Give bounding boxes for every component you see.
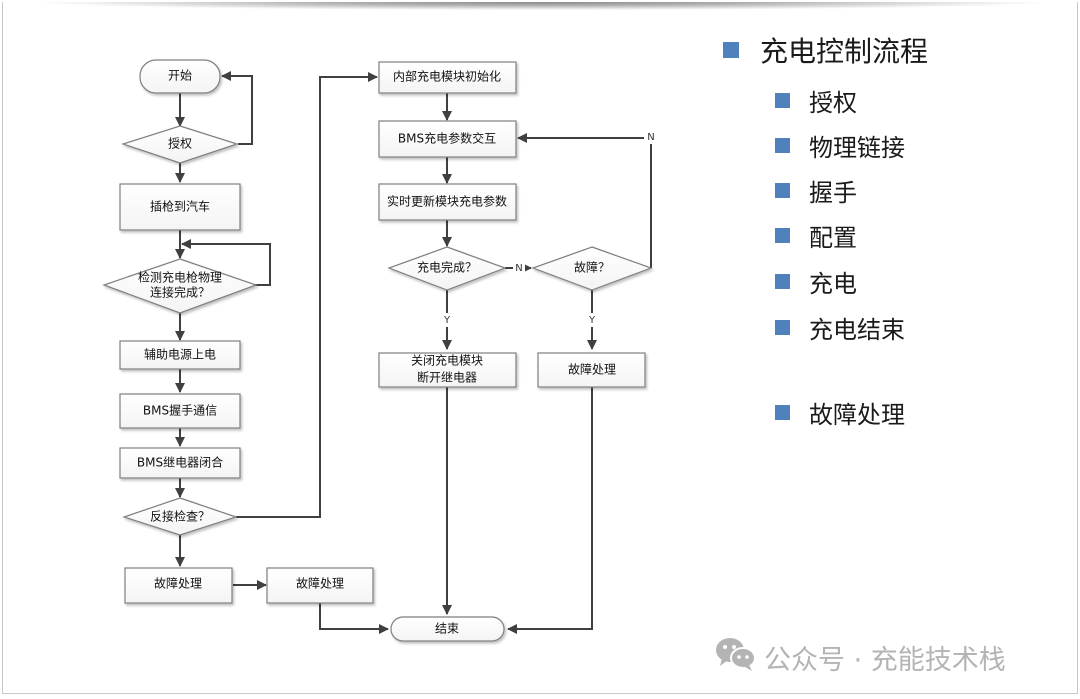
node-reverse-check bbox=[122, 497, 238, 536]
node-charge-done-label: 充电完成？ bbox=[417, 260, 477, 275]
edge-fault-no-loop bbox=[517, 133, 652, 268]
outline-item-text: 物理链接 bbox=[809, 134, 905, 162]
watermark: 公众号 · 充能技术栈 bbox=[714, 636, 1006, 679]
node-close-module-label-1: 关闭充电模块 bbox=[411, 353, 483, 368]
node-start bbox=[139, 59, 221, 94]
node-plug bbox=[119, 183, 241, 231]
node-module-init bbox=[378, 61, 517, 94]
node-detect bbox=[102, 258, 258, 314]
bullet-square-icon bbox=[775, 228, 790, 243]
bullet-square-icon bbox=[775, 138, 790, 153]
node-reverse-check-label: 反接检查？ bbox=[150, 509, 210, 524]
node-end-label: 结束 bbox=[435, 622, 459, 636]
node-fault-left-1 bbox=[124, 567, 233, 604]
node-fault-check-label: 故障？ bbox=[574, 260, 610, 275]
node-detect-label-1: 检测充电枪物理 bbox=[138, 270, 222, 285]
watermark-text: 公众号 · 充能技术栈 bbox=[764, 645, 1006, 676]
edge-label-fault-no: N bbox=[647, 132, 654, 143]
node-fault-left-1-label: 故障处理 bbox=[154, 576, 202, 591]
node-charge-done bbox=[387, 246, 507, 291]
node-update-param bbox=[378, 183, 517, 221]
node-aux-power-label: 辅助电源上电 bbox=[144, 348, 216, 362]
bullet-square-icon bbox=[775, 93, 790, 108]
bullet-square-icon bbox=[775, 405, 790, 420]
outline-item-text: 充电 bbox=[809, 270, 857, 298]
node-update-param-label: 实时更新模块充电参数 bbox=[387, 194, 507, 209]
top-shadow-bar bbox=[43, 2, 1043, 10]
node-close-module bbox=[378, 352, 517, 388]
node-module-init-label: 内部充电模块初始化 bbox=[393, 69, 501, 84]
outline-item-text: 充电结束 bbox=[809, 316, 905, 344]
edge-detect-loop bbox=[181, 239, 271, 286]
node-fault-left-2-label: 故障处理 bbox=[296, 576, 344, 591]
edge-fault2-end bbox=[319, 603, 389, 634]
edge-label-fault-yes: Y bbox=[588, 315, 596, 326]
node-aux-power bbox=[119, 340, 241, 370]
edge-reverse-init bbox=[236, 72, 378, 518]
node-bms-param bbox=[378, 120, 517, 158]
node-end bbox=[390, 616, 505, 642]
wechat-icon bbox=[714, 636, 758, 679]
edge-label-chargedone-yes: Y bbox=[443, 315, 451, 326]
node-close-module-label-2: 断开继电器 bbox=[417, 370, 477, 385]
node-auth-label: 授权 bbox=[168, 136, 192, 151]
node-auth bbox=[121, 125, 239, 164]
bullet-square-icon bbox=[775, 320, 790, 335]
node-bms-relay bbox=[119, 447, 241, 479]
node-fault-right bbox=[537, 352, 646, 388]
node-bms-relay-label: BMS继电器闭合 bbox=[137, 455, 223, 470]
node-plug-label: 插枪到汽车 bbox=[150, 199, 210, 214]
edge-faulthandle-end bbox=[507, 387, 593, 634]
edge-auth-loop bbox=[221, 71, 253, 145]
bullet-square-icon bbox=[775, 274, 790, 289]
node-fault-right-label: 故障处理 bbox=[568, 362, 616, 377]
edge-label-chargedone-no: N bbox=[515, 263, 522, 274]
outline-title-text: 充电控制流程 bbox=[760, 35, 929, 68]
outline-item-text: 授权 bbox=[809, 89, 857, 117]
outline-item-text: 配置 bbox=[809, 224, 857, 252]
outline-item-text: 故障处理 bbox=[809, 401, 905, 429]
outline-item-text: 握手 bbox=[809, 179, 857, 207]
node-bms-param-label: BMS充电参数交互 bbox=[398, 131, 496, 146]
node-bms-handshake bbox=[119, 393, 241, 429]
node-detect-label-2: 连接完成？ bbox=[150, 285, 210, 300]
node-start-label: 开始 bbox=[168, 69, 192, 83]
bullet-square-icon bbox=[775, 183, 790, 198]
node-bms-handshake-label: BMS握手通信 bbox=[143, 403, 217, 418]
node-fault-left-2 bbox=[266, 567, 374, 604]
node-fault-check bbox=[531, 246, 653, 291]
bullet-square-icon bbox=[723, 42, 739, 58]
